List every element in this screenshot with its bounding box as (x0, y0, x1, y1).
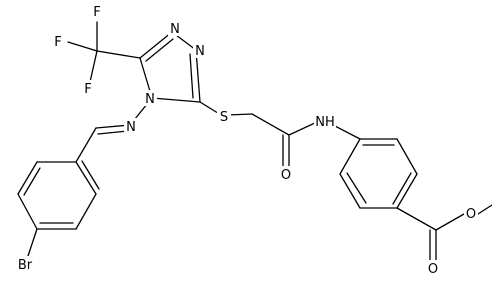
bond-bp-br (27, 228, 38, 257)
label-bg-nimine (124, 118, 138, 134)
bond-f1-cf3 (67, 41, 98, 52)
bond-oether-methyl (477, 204, 492, 215)
bond-bz-5 (339, 173, 361, 209)
bond-f3-cf3 (89, 50, 98, 83)
bond-s-ch2 (226, 113, 253, 116)
atom-o-amide: O (281, 168, 291, 183)
label-bg-f3 (81, 80, 95, 96)
bond-bz-6 (339, 138, 361, 175)
bond-bz-5-double (346, 172, 367, 204)
label-bg-o-amide (279, 166, 293, 182)
label-bg-n2 (193, 42, 207, 58)
bond-nh-aryl (334, 125, 361, 140)
atom-br: Br (18, 258, 33, 273)
atom-n-triazole-2: N (195, 44, 205, 59)
bond-n2-c3 (195, 49, 201, 103)
atom-f2: F (93, 5, 100, 20)
atom-o-ester-carbonyl: O (428, 262, 438, 277)
label-bg-s (217, 108, 231, 124)
bond-nimine-ch-double (97, 130, 129, 135)
bond-bz-ester (396, 207, 437, 231)
bonds (17, 21, 492, 264)
label-bg-f2 (90, 3, 104, 19)
bond-bp-5-double (23, 167, 41, 196)
bond-c5-n1-double (145, 38, 174, 62)
atom-o-ester-ether: O (466, 207, 476, 222)
bond-n2-c3-double (189, 53, 194, 99)
atom-nh-amide: NH (315, 115, 335, 130)
bond-bp-5 (17, 161, 38, 195)
atom-f1: F (54, 35, 61, 50)
label-bg-o-carbonyl (426, 260, 440, 276)
bond-c3-n4 (151, 97, 201, 103)
atom-n-triazole-4: N (145, 92, 155, 107)
label-bg-n4 (143, 90, 157, 106)
bond-ch2-co (251, 113, 290, 136)
atom-n-triazole-1: N (170, 22, 180, 37)
bond-bp-2 (75, 193, 97, 230)
label-bg-n1 (168, 20, 182, 36)
label-bg-br (14, 256, 36, 272)
label-bg-o-ether (464, 205, 478, 221)
label-bg-nh (314, 113, 336, 129)
bond-c5-n1 (139, 31, 173, 59)
bond-cf3-c5 (96, 50, 141, 59)
bond-bp-1-double (81, 160, 100, 190)
atom-labels: F F F N N N N S NH O O O Br (14, 3, 478, 277)
bond-bz-3-double (392, 172, 412, 205)
bond-co-nh (288, 121, 318, 136)
atom-f3: F (84, 82, 91, 97)
bond-bz-3 (396, 173, 418, 209)
atom-s-thioether: S (220, 110, 228, 125)
bond-ester-oether (435, 213, 465, 231)
bond-ch-phenyl (75, 127, 97, 163)
atom-n-imine: N (126, 120, 136, 135)
bond-bp-1 (75, 161, 97, 195)
bond-bz-2 (396, 138, 418, 175)
bond-bp-4 (17, 193, 38, 230)
label-bg-f1 (51, 33, 65, 49)
